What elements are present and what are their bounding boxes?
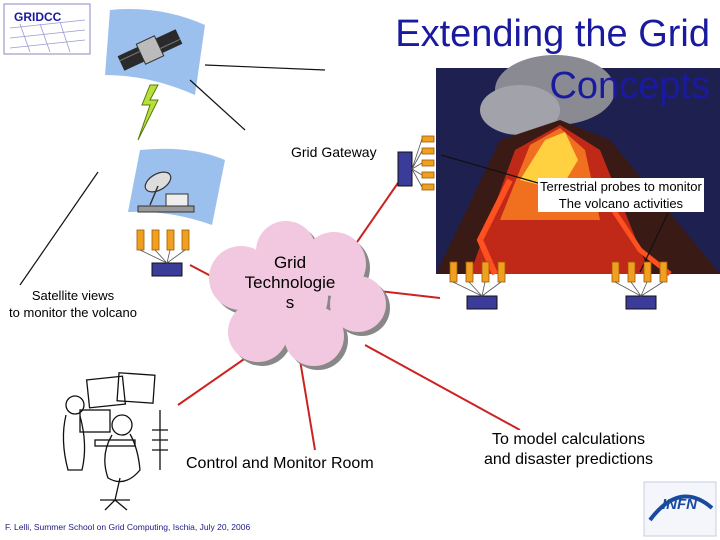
model-calculations-line1: To model calculations — [492, 431, 645, 448]
probe-array-volcano-right — [611, 261, 668, 310]
satellite-icon — [117, 29, 183, 71]
satellite-dish-icon — [137, 171, 195, 213]
probe-array-ground-station — [136, 229, 190, 277]
satellite-views-label: Satellite views to monitor the volcano — [0, 287, 146, 321]
page-title: Extending the Grid Concepts — [395, 13, 710, 107]
ground-station-panel — [128, 148, 225, 225]
infn-logo — [643, 481, 717, 537]
probe-array-volcano-left — [449, 261, 506, 310]
model-calculations-line2: and disaster predictions — [484, 451, 653, 468]
control-room-label: Control and Monitor Room — [184, 455, 376, 473]
grid-technologies-line2: Technologie — [244, 273, 336, 292]
grid-gateway-label: Grid Gateway — [288, 143, 380, 161]
grid-technologies-line1: Grid — [273, 253, 307, 272]
terrestrial-probes-line2: The volcano activities — [558, 196, 684, 211]
model-calculations-label: To model calculations and disaster predi… — [482, 430, 655, 470]
lightning-icon — [137, 84, 159, 141]
satellite-views-line1: Satellite views — [31, 288, 115, 303]
infn-logo-text: INFN — [662, 496, 697, 513]
satellite-views-line2: to monitor the volcano — [9, 305, 137, 320]
grid-technologies-label: Grid Technologie s — [230, 253, 350, 313]
satellite-panel — [105, 9, 205, 141]
terrestrial-probes-line1: Terrestrial probes to monitor — [540, 179, 702, 194]
grid-technologies-line3: s — [285, 293, 295, 312]
terrestrial-probes-label: Terrestrial probes to monitor The volcan… — [538, 178, 704, 212]
footer-credit: F. Lelli, Summer School on Grid Computin… — [5, 522, 251, 532]
gridcc-logo-text: GRIDCC — [14, 10, 62, 24]
grid-gateway-device — [397, 135, 435, 191]
control-room-clipart — [62, 372, 168, 511]
gridcc-logo — [3, 3, 91, 55]
grid-technologies-cloud — [209, 221, 390, 370]
